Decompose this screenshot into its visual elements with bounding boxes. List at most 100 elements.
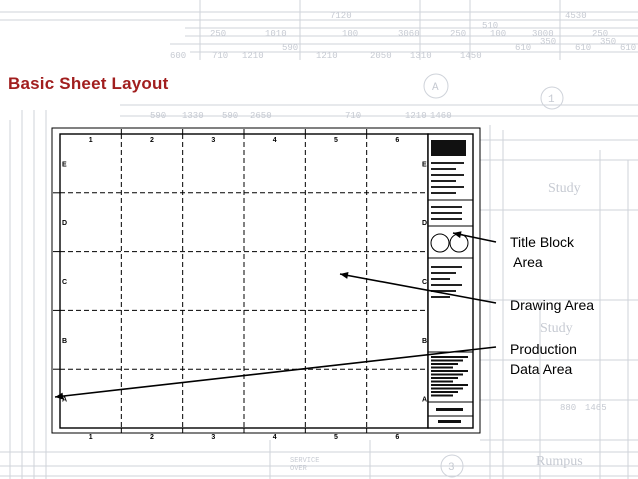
title-block-text-line xyxy=(431,186,464,188)
production-data-callout-line1: Production xyxy=(510,341,577,357)
plan-dimension-label: 610 xyxy=(575,43,591,53)
production-data-line xyxy=(431,363,458,365)
production-data-line xyxy=(431,387,463,390)
plan-dimension-label: 1210 xyxy=(242,51,264,61)
title-block-text-line xyxy=(431,206,462,208)
plan-dimension-label: 250 xyxy=(592,29,608,39)
plan-dimension-label: 2650 xyxy=(250,111,272,121)
column-label-bottom: 3 xyxy=(211,434,215,441)
plan-dimension-label: 1210 xyxy=(405,111,427,121)
row-label-right: C xyxy=(422,279,427,286)
production-data-callout-line2: Data Area xyxy=(510,361,573,377)
title-block-text-line xyxy=(431,278,450,280)
title-block-arrow-head xyxy=(453,231,462,239)
callout-arrows xyxy=(54,231,497,400)
row-label-right: B xyxy=(422,338,427,345)
plan-dimension-label: 3060 xyxy=(398,29,420,39)
drawing-area-arrow-line xyxy=(339,273,497,304)
plan-room-label: Rumpus xyxy=(536,454,583,469)
plan-grid-bubble-label: A xyxy=(432,82,439,94)
sheet-number-text xyxy=(438,420,461,423)
production-data-line xyxy=(431,384,468,386)
production-data-line xyxy=(431,394,453,397)
drawing-grid xyxy=(53,129,428,433)
plan-room-label: Study xyxy=(540,321,573,336)
column-label-top: 5 xyxy=(334,137,338,144)
plan-dimension-label: 100 xyxy=(490,29,506,39)
title-block-text-line xyxy=(431,162,464,164)
plan-dimension-label: 610 xyxy=(620,43,636,53)
plan-dimension-label: 600 xyxy=(170,51,186,61)
plan-dimension-label: 250 xyxy=(450,29,466,39)
plan-dimension-label: 2050 xyxy=(370,51,392,61)
production-data-line xyxy=(431,380,453,383)
production-data-line xyxy=(431,366,453,369)
column-label-top: 3 xyxy=(211,137,215,144)
plan-dimension-label: 510 xyxy=(482,21,498,31)
plan-note: OVER xyxy=(290,465,308,473)
title-block-text-line xyxy=(431,284,462,286)
sheet-number-text xyxy=(436,408,463,411)
title-block-text-line xyxy=(431,218,462,220)
drawing-area-arrow-head xyxy=(340,272,349,279)
plan-circle xyxy=(540,86,564,110)
plan-dimension-label: 590 xyxy=(222,111,238,121)
column-label-top: 2 xyxy=(150,137,154,144)
plan-dimension-label: 1465 xyxy=(585,403,607,413)
plan-circle xyxy=(440,454,464,478)
title-block-logo xyxy=(431,140,466,156)
plan-dimension-label: 710 xyxy=(345,111,361,121)
production-data-arrow-line xyxy=(54,346,497,398)
title-block-text-line xyxy=(431,174,464,176)
row-label-left: A xyxy=(62,397,67,404)
plan-dimension-label: 7120 xyxy=(330,11,352,21)
page-title: Basic Sheet Layout xyxy=(8,74,169,93)
title-block-text-line xyxy=(431,266,462,268)
plan-dimension-label: 350 xyxy=(600,37,616,47)
sheet-outer-border xyxy=(51,127,481,434)
title-block-text-line xyxy=(431,168,456,170)
title-block-text-line xyxy=(431,272,456,274)
plan-dimension-label: 880 xyxy=(560,403,576,413)
column-label-top: 6 xyxy=(395,137,399,144)
plan-dimension-label: 590 xyxy=(150,111,166,121)
plan-grid-bubble-label: 3 xyxy=(448,462,455,474)
plan-dimension-label: 250 xyxy=(210,29,226,39)
production-data-line xyxy=(431,377,458,379)
title-block-logo-circle xyxy=(430,233,450,253)
title-block-text-line xyxy=(431,296,450,298)
plan-dimension-label: 1210 xyxy=(316,51,338,61)
row-label-left: E xyxy=(62,161,67,168)
row-label-right: A xyxy=(422,397,427,404)
production-data-line xyxy=(431,370,468,372)
plan-dimension-label: 1330 xyxy=(182,111,204,121)
plan-dimension-label: 590 xyxy=(282,43,298,53)
plan-dimension-label: 3000 xyxy=(532,29,554,39)
production-data-line xyxy=(431,391,458,393)
column-label-top: 1 xyxy=(89,137,93,144)
plan-grid-bubble-label: 1 xyxy=(548,94,555,106)
plan-dimension-label: 1010 xyxy=(265,29,287,39)
plan-dimension-label: 100 xyxy=(342,29,358,39)
plan-dimension-label: 610 xyxy=(515,43,531,53)
column-label-bottom: 6 xyxy=(395,434,399,441)
drawing-area-callout: Drawing Area xyxy=(510,297,595,313)
plan-dimension-label: 4530 xyxy=(565,11,587,21)
production-data-line xyxy=(431,359,463,362)
title-block-text-line xyxy=(431,212,462,214)
plan-dimension-label: 350 xyxy=(540,37,556,47)
title-block-callout-line2: Area xyxy=(510,254,543,270)
plan-room-label: Study xyxy=(548,181,581,196)
production-data-line xyxy=(431,356,468,358)
column-label-bottom: 5 xyxy=(334,434,338,441)
plan-note: SERVICE xyxy=(290,457,319,465)
title-block-callout: Title Block Area xyxy=(510,232,574,272)
column-label-bottom: 2 xyxy=(150,434,154,441)
column-label-bottom: 1 xyxy=(89,434,93,441)
row-label-left: D xyxy=(62,220,67,227)
plan-dimension-label: 1310 xyxy=(410,51,432,61)
production-data-arrow-head xyxy=(55,392,64,400)
title-block-content xyxy=(428,140,473,423)
